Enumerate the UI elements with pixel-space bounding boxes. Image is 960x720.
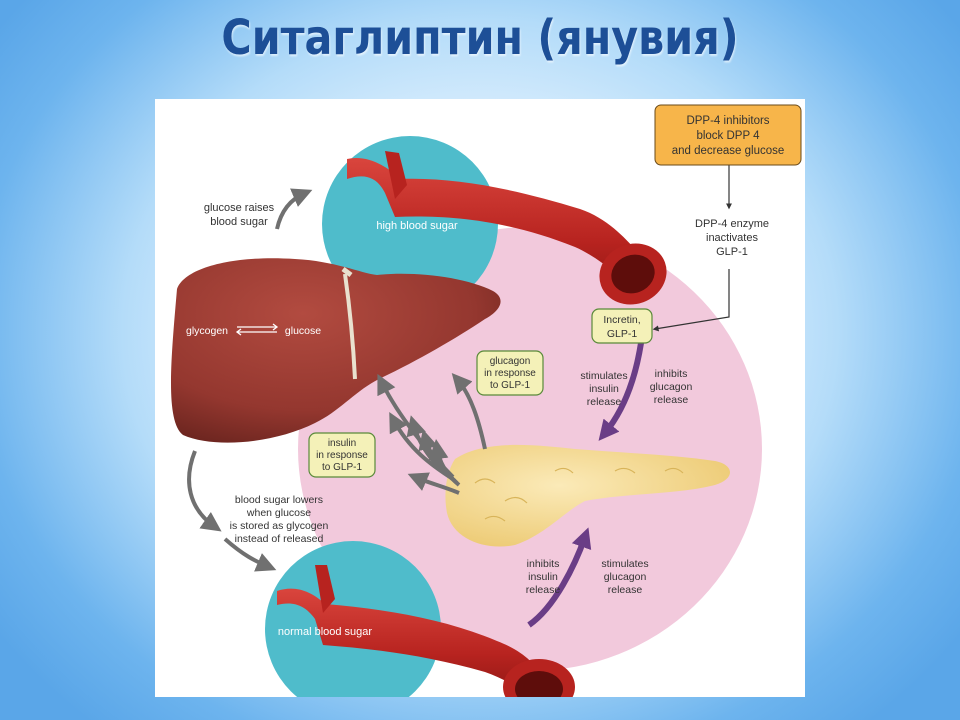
dpp4-box-line-3: and decrease glucose: [672, 145, 785, 157]
purple-arrows: [527, 342, 644, 628]
glycogen-glucose-arrows: [235, 323, 279, 336]
glucagon-box-line-3: to GLP-1: [490, 380, 530, 391]
bottom-blood-vessel: [277, 565, 575, 697]
diagram-figure: DPP-4 inhibitors block DPP 4 and decreas…: [155, 99, 805, 697]
liver-glycogen-label: glycogen: [186, 325, 228, 337]
stimulates-insulin-line-1: stimulates: [580, 370, 627, 382]
glucagon-box-line-1: glucagon: [490, 356, 531, 367]
blood-sugar-lowers-line-4: instead of released: [235, 533, 324, 545]
dpp4-box-line-2: block DPP 4: [696, 130, 760, 142]
dpp4-inhibitors-box: DPP-4 inhibitors block DPP 4 and decreas…: [654, 104, 802, 166]
gray-arrows: [187, 188, 487, 572]
dpp4-enzyme-line-1: DPP-4 enzyme: [695, 218, 769, 230]
stimulates-glucagon-line-3: release: [608, 584, 643, 596]
stimulates-glucagon-line-1: stimulates: [601, 558, 648, 570]
glucose-raises-line-1: glucose raises: [204, 202, 275, 214]
inhibits-insulin-label: inhibits insulin release: [526, 558, 561, 596]
incretin-box: Incretin, GLP-1: [591, 308, 653, 344]
inhibits-insulin-line-3: release: [526, 584, 561, 596]
blood-sugar-lowers-label: blood sugar lowers when glucose is store…: [230, 494, 329, 545]
glucagon-box-line-2: in response: [484, 368, 536, 379]
incretin-line-2: GLP-1: [607, 328, 638, 340]
dpp4-enzyme-line-3: GLP-1: [716, 246, 748, 258]
insulin-box: insulin in response to GLP-1: [308, 432, 376, 478]
dpp4-connector: [652, 165, 732, 332]
insulin-box-line-1: insulin: [328, 438, 356, 449]
dpp4-enzyme-line-2: inactivates: [706, 232, 758, 244]
inhibits-glucagon-line-3: release: [654, 394, 689, 406]
glucagon-box: glucagon in response to GLP-1: [476, 350, 544, 396]
normal-blood-sugar-label: normal blood sugar: [278, 626, 373, 638]
blood-sugar-lowers-line-1: blood sugar lowers: [235, 494, 323, 506]
high-blood-sugar-circle: [322, 136, 498, 312]
liver: [171, 258, 501, 443]
blood-sugar-lowers-line-2: when glucose: [246, 507, 311, 519]
insulin-box-line-3: to GLP-1: [322, 462, 362, 473]
stimulates-insulin-label: stimulates insulin release: [580, 370, 627, 408]
insulin-box-line-2: in response: [316, 450, 368, 461]
inhibits-insulin-line-2: insulin: [528, 571, 558, 583]
inhibits-glucagon-line-2: glucagon: [650, 381, 693, 393]
stimulates-insulin-line-2: insulin: [589, 383, 619, 395]
glucose-raises-label: glucose raises blood sugar: [204, 202, 275, 228]
pancreas: [445, 444, 730, 547]
stimulates-glucagon-line-2: glucagon: [604, 571, 647, 583]
stimulates-insulin-line-3: release: [587, 396, 622, 408]
top-blood-vessel: [347, 151, 667, 305]
inhibits-insulin-line-1: inhibits: [527, 558, 560, 570]
inhibits-glucagon-label: inhibits glucagon release: [650, 368, 693, 406]
high-blood-sugar-label: high blood sugar: [376, 220, 458, 232]
inhibits-glucagon-line-1: inhibits: [655, 368, 688, 380]
dpp4-box-line-1: DPP-4 inhibitors: [686, 115, 769, 127]
glucose-raises-line-2: blood sugar: [210, 216, 268, 228]
incretin-line-1: Incretin,: [603, 314, 640, 326]
dpp4-enzyme-label: DPP-4 enzyme inactivates GLP-1: [695, 218, 769, 258]
blood-sugar-lowers-line-3: is stored as glycogen: [230, 520, 329, 532]
liver-glucose-label: glucose: [285, 325, 321, 337]
diagram-svg: DPP-4 inhibitors block DPP 4 and decreas…: [171, 104, 802, 697]
stimulates-glucagon-label: stimulates glucagon release: [601, 558, 648, 596]
slide-title: Ситаглиптин (янувия): [221, 10, 739, 66]
